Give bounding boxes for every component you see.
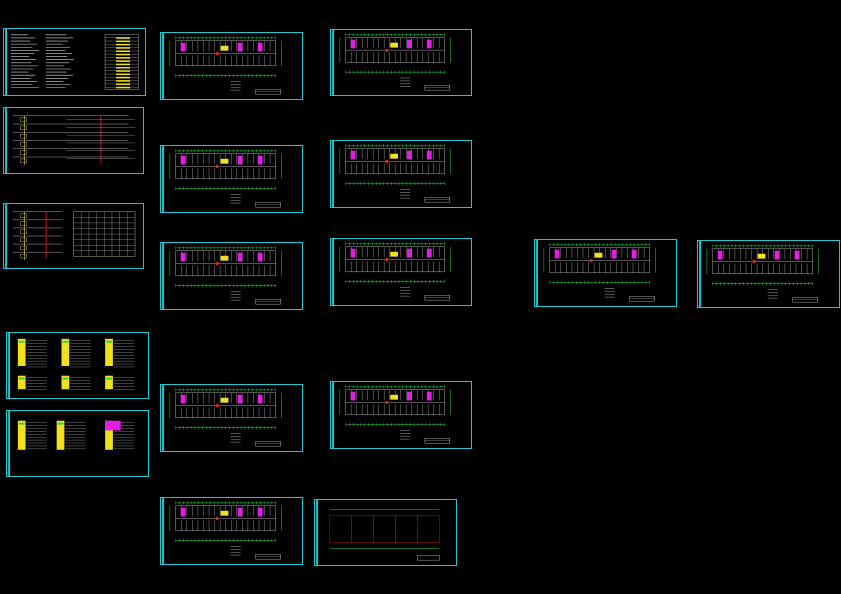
drawing-sheet-floor-plan-b3[interactable] xyxy=(330,238,472,306)
drawing-content xyxy=(316,500,440,565)
drawing-sheet-riser-diagram-1[interactable] xyxy=(3,107,144,174)
drawing-content xyxy=(162,146,282,212)
drawing-sheet-floor-plan-a5[interactable] xyxy=(160,497,303,565)
drawing-sheet-roof-plan[interactable] xyxy=(314,499,457,566)
drawing-content xyxy=(332,141,451,207)
drawing-content xyxy=(536,240,656,306)
drawing-content xyxy=(332,30,451,95)
drawing-sheet-floor-plan-b4[interactable] xyxy=(330,381,472,449)
drawing-sheet-floor-plan-a4[interactable] xyxy=(160,384,303,452)
drawing-sheet-floor-plan-a3[interactable] xyxy=(160,242,303,310)
drawing-sheet-floor-plan-b1[interactable] xyxy=(330,29,472,96)
drawing-sheet-floor-plan-a2[interactable] xyxy=(160,145,303,213)
drawing-sheet-floor-plan-a1[interactable] xyxy=(160,32,303,100)
drawing-content xyxy=(5,29,139,95)
drawing-content xyxy=(8,333,135,398)
drawing-content xyxy=(5,204,136,268)
drawing-sheet-riser-diagram-2[interactable] xyxy=(3,203,144,269)
drawing-content xyxy=(8,411,135,476)
drawing-content xyxy=(162,33,282,99)
drawing-sheet-design-notes[interactable] xyxy=(3,28,146,96)
drawing-content xyxy=(332,239,451,305)
drawing-content xyxy=(162,243,282,309)
drawing-sheet-floor-plan-c1[interactable] xyxy=(534,239,677,307)
drawing-content xyxy=(162,498,282,564)
drawing-content xyxy=(332,382,451,448)
drawing-sheet-floor-plan-b2[interactable] xyxy=(330,140,472,208)
drawing-content xyxy=(5,108,136,173)
drawing-sheet-panel-schedule-1[interactable] xyxy=(6,332,149,399)
drawing-content xyxy=(699,241,819,307)
drawing-sheet-floor-plan-c2[interactable] xyxy=(697,240,840,308)
drawing-sheet-panel-schedule-2[interactable] xyxy=(6,410,149,477)
drawing-content xyxy=(162,385,282,451)
